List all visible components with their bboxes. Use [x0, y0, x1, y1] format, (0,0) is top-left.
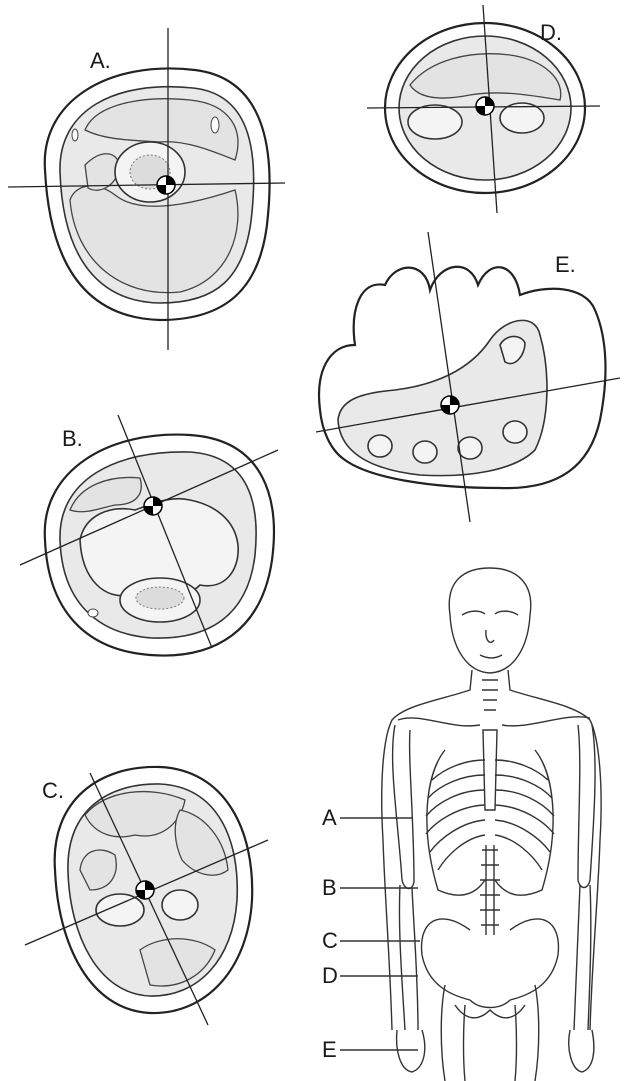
left-forearm	[399, 885, 418, 1030]
clavicles	[398, 717, 590, 726]
body-skeleton-figure	[382, 568, 601, 1081]
face-features	[480, 630, 502, 658]
face-brows	[462, 611, 518, 615]
panel-d-label: D.	[540, 20, 562, 45]
level-label-c: C	[322, 928, 338, 953]
left-femur	[441, 985, 465, 1081]
rib-cage	[427, 750, 553, 895]
sternum	[483, 730, 497, 810]
level-label-e: E	[322, 1037, 337, 1062]
panel-d-ulna-bone	[500, 103, 544, 133]
right-hand	[569, 1030, 594, 1072]
panel-c-center-marker	[136, 881, 154, 899]
panel-b-vessel	[88, 609, 98, 617]
panel-c-cross-section: C.	[25, 767, 268, 1025]
panel-b-marrow	[136, 587, 184, 609]
pelvis	[422, 919, 559, 1008]
panel-e-center-marker	[441, 396, 459, 414]
level-label-b: B	[322, 875, 337, 900]
panel-e-label: E.	[555, 252, 576, 277]
panel-d-center-marker	[476, 97, 494, 115]
panel-a-cross-section: A.	[8, 28, 285, 350]
panel-b-label: B.	[62, 426, 83, 451]
cervical-spine	[482, 680, 498, 710]
panel-b-center-marker	[144, 497, 162, 515]
panel-e-metacarpal-5	[368, 435, 392, 457]
panel-e-metacarpal-3	[458, 437, 482, 459]
level-label-a: A	[322, 805, 337, 830]
right-femur	[515, 985, 539, 1081]
lumbar-spine	[480, 845, 500, 935]
right-forearm	[574, 885, 591, 1030]
panel-a-vessel	[211, 117, 219, 133]
panel-c-label: C.	[42, 778, 64, 803]
panel-b-cross-section: B.	[20, 415, 278, 656]
ribs	[426, 760, 554, 870]
level-label-d: D	[322, 963, 338, 988]
panel-c-radius-bone	[96, 894, 144, 926]
panel-e-metacarpal-2	[503, 421, 527, 443]
left-humerus	[393, 725, 414, 889]
panel-a-center-marker	[157, 176, 175, 194]
panel-d-cross-section: D.	[367, 5, 600, 213]
left-hand	[397, 1030, 425, 1072]
panel-e-metacarpal-4	[413, 441, 437, 463]
panel-e-hand-section: E.	[316, 232, 620, 522]
right-humerus	[578, 725, 595, 888]
panel-d-radius-bone	[408, 105, 462, 139]
panel-c-ulna-bone	[162, 890, 198, 920]
panel-a-label: A.	[90, 48, 111, 73]
panel-a-vessel	[72, 129, 78, 141]
